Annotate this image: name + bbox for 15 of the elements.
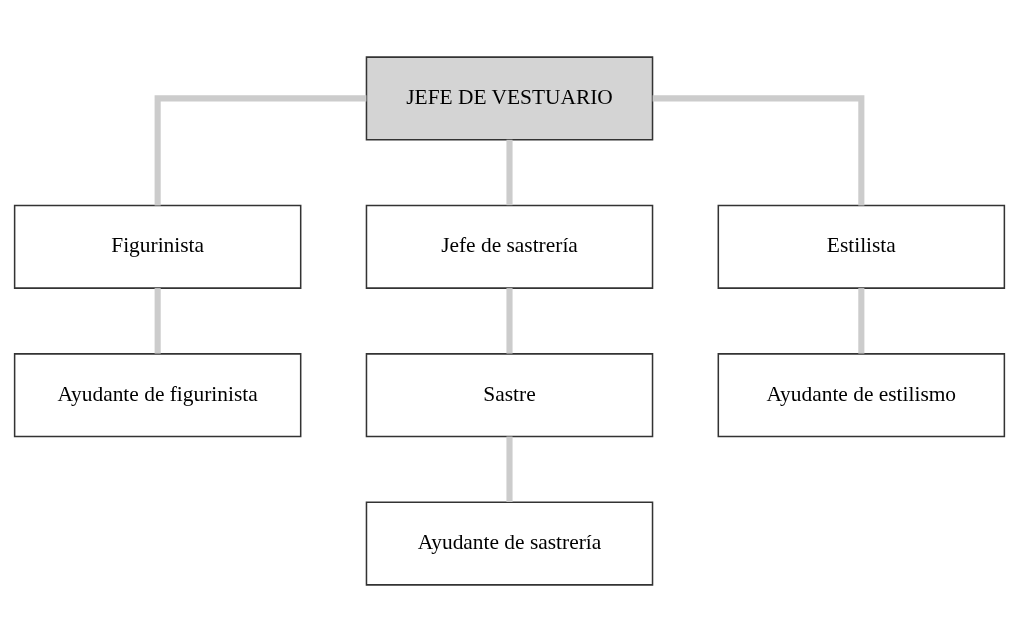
node-box: Figurinista [13,204,302,289]
connector [652,94,865,205]
connector [858,287,865,354]
node-box: Estilista [717,204,1006,289]
node-box: Jefe de sastrería [365,204,654,289]
node-box: Ayudante de estilismo [717,352,1006,437]
node-box: Ayudante de sastrería [365,501,654,586]
connector [506,287,513,354]
connector [506,139,513,205]
connector [154,94,367,205]
connector [506,436,513,502]
node-box: JEFE DE VESTUARIO [365,55,654,140]
connector [154,287,161,354]
node-box: Sastre [365,352,654,437]
node-box: Ayudante de figurinista [13,352,302,437]
